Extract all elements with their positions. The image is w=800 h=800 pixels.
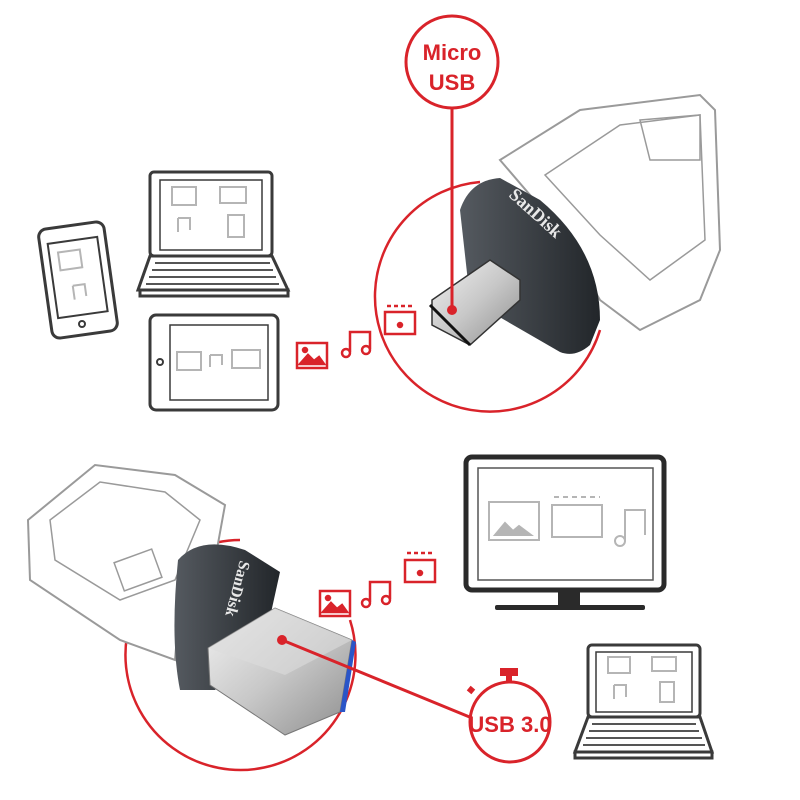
- laptop-icon: [135, 170, 291, 298]
- monitor-icon: [463, 454, 667, 610]
- smartphone-icon: [37, 220, 119, 340]
- micro-usb-label-line1: Micro: [423, 40, 482, 65]
- laptop-icon: [572, 643, 715, 760]
- micro-usb-label-line2: USB: [429, 70, 475, 95]
- flash-drive-usb-a: SanDisk: [26, 463, 356, 736]
- music-note-icon: [340, 330, 372, 359]
- usb3-callout: USB 3.0: [277, 635, 552, 764]
- image-icon: [318, 589, 352, 618]
- video-clapper-icon: [383, 304, 417, 336]
- stopwatch-icon: [466, 668, 552, 764]
- tablet-icon: [148, 313, 280, 412]
- music-note-icon: [360, 580, 392, 609]
- flash-drive-micro-usb: SanDisk: [428, 93, 722, 354]
- usb3-label: USB 3.0: [468, 712, 551, 737]
- micro-usb-highlight-circle: [373, 180, 602, 413]
- image-icon: [295, 341, 329, 370]
- video-clapper-icon: [403, 551, 437, 584]
- micro-usb-callout: Micro USB: [404, 14, 500, 315]
